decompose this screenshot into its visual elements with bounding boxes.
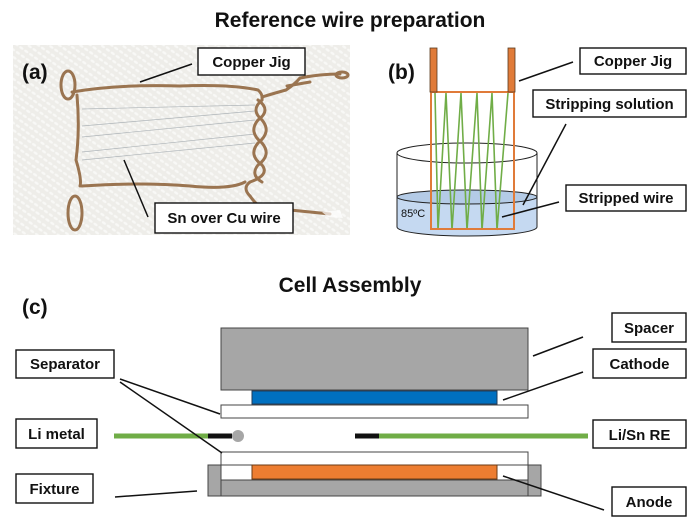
leader-anode	[502, 475, 605, 511]
callout-box-fixture	[15, 473, 94, 504]
fixture-base	[220, 479, 529, 497]
callout-separator: Separator	[30, 356, 100, 373]
copper-jig-post-right	[507, 47, 516, 93]
leader-spacer	[532, 336, 584, 357]
callout-li-sn-re: Li/Sn RE	[609, 427, 671, 444]
leader-copper-jig-b	[518, 61, 574, 82]
callout-cathode: Cathode	[610, 356, 670, 373]
callout-box-stripped-wire	[565, 184, 687, 212]
temperature-label: 85ºC	[401, 208, 425, 220]
leader-cathode	[502, 371, 584, 401]
copper-jig-photo	[59, 69, 350, 232]
callout-fixture: Fixture	[29, 481, 79, 498]
spacer-block	[220, 327, 529, 391]
cathode-layer	[251, 390, 498, 405]
title-cell-assembly: Cell Assembly	[279, 274, 422, 297]
leader-sn-wire	[123, 159, 149, 218]
callout-box-cathode	[592, 348, 687, 379]
callout-box-li-metal	[15, 418, 98, 449]
panel-c: (c) Separator Li metal Fixture	[15, 296, 687, 517]
leader-stripped-wire	[501, 201, 560, 218]
callout-copper-jig-b: Copper Jig	[594, 53, 672, 70]
copper-jig-post-left	[429, 47, 438, 93]
leader-fixture	[114, 490, 198, 498]
callout-box-spacer	[611, 312, 687, 343]
leader-copper-jig-a	[139, 63, 193, 83]
callout-copper-jig-a: Copper Jig	[212, 54, 290, 71]
callout-box-stripping-solution	[532, 89, 687, 118]
callout-box-li-sn-re	[592, 419, 687, 449]
li-metal-ball	[232, 430, 244, 442]
panel-a: (a) Copper Jig Sn over Cu wire	[13, 45, 350, 235]
leader-stripping-solution	[522, 123, 567, 206]
callout-stripping-solution: Stripping solution	[545, 96, 673, 113]
leader-separator-bottom	[119, 381, 223, 454]
panel-c-label: (c)	[22, 296, 48, 319]
separator-top	[220, 404, 529, 419]
callout-stripped-wire: Stripped wire	[578, 190, 673, 207]
anode-layer	[251, 464, 498, 480]
callout-li-metal: Li metal	[28, 426, 85, 443]
panel-b-label: (b)	[388, 61, 415, 84]
callout-box-separator	[15, 349, 115, 379]
callout-anode: Anode	[626, 494, 673, 511]
beaker-rim	[396, 142, 538, 164]
copper-jig-frame	[430, 91, 515, 230]
fixture-left-wall	[207, 464, 222, 497]
fixture-right-wall	[527, 464, 542, 497]
wire-end-tag	[322, 210, 343, 218]
callout-box-anode	[611, 486, 687, 517]
callout-spacer: Spacer	[624, 320, 674, 337]
separator-bottom	[220, 451, 529, 466]
title-reference-wire-preparation: Reference wire preparation	[215, 9, 486, 32]
callout-box-sn-wire	[154, 202, 294, 234]
callout-sn-wire: Sn over Cu wire	[167, 210, 280, 227]
liquid-surface	[396, 189, 538, 205]
panel-b: (b) 85ºC Copper Jig Stripping solution S…	[388, 47, 687, 237]
callout-box-copper-jig-b	[579, 47, 687, 75]
callout-box-copper-jig-a	[197, 47, 306, 76]
leader-separator-top	[119, 378, 221, 415]
panel-a-label: (a)	[22, 61, 48, 84]
sn-over-cu-wires	[81, 104, 256, 161]
